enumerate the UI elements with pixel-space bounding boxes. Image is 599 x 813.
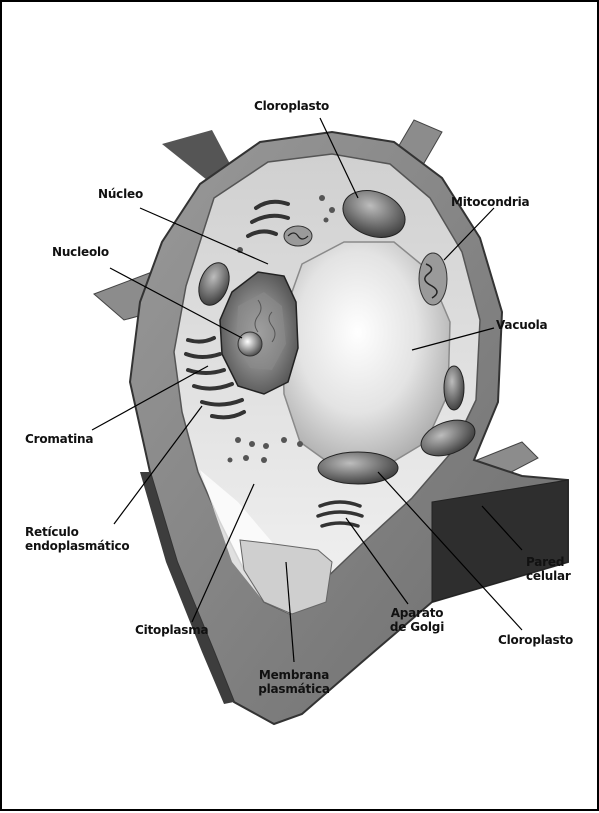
label-cloroplasto-top: Cloroplasto: [254, 99, 329, 113]
label-citoplasma: Citoplasma: [135, 623, 208, 637]
label-reticulo-line2: endoplasmático: [25, 539, 129, 553]
label-aparato-de-golgi: Aparato de Golgi: [386, 606, 448, 634]
label-pared-line2: celular: [526, 569, 571, 583]
label-pared-line1: Pared: [526, 555, 571, 569]
label-nucleo: Núcleo: [98, 187, 143, 201]
label-reticulo-endoplasmatico: Retículo endoplasmático: [25, 525, 129, 553]
label-cromatina: Cromatina: [25, 432, 93, 446]
label-nucleolo: Nucleolo: [52, 245, 109, 259]
nucleolus: [238, 332, 262, 356]
label-membrana-line2: plasmática: [254, 682, 334, 696]
label-mitocondria: Mitocondria: [451, 195, 529, 209]
label-membrana-plasmatica: Membrana plasmática: [254, 668, 334, 696]
label-vacuola: Vacuola: [496, 318, 547, 332]
label-aparato-line1: Aparato: [386, 606, 448, 620]
label-reticulo-line1: Retículo: [25, 525, 129, 539]
label-membrana-line1: Membrana: [254, 668, 334, 682]
label-pared-celular: Pared celular: [526, 555, 571, 583]
label-aparato-line2: de Golgi: [386, 620, 448, 634]
label-cloroplasto-bottom: Cloroplasto: [498, 633, 573, 647]
